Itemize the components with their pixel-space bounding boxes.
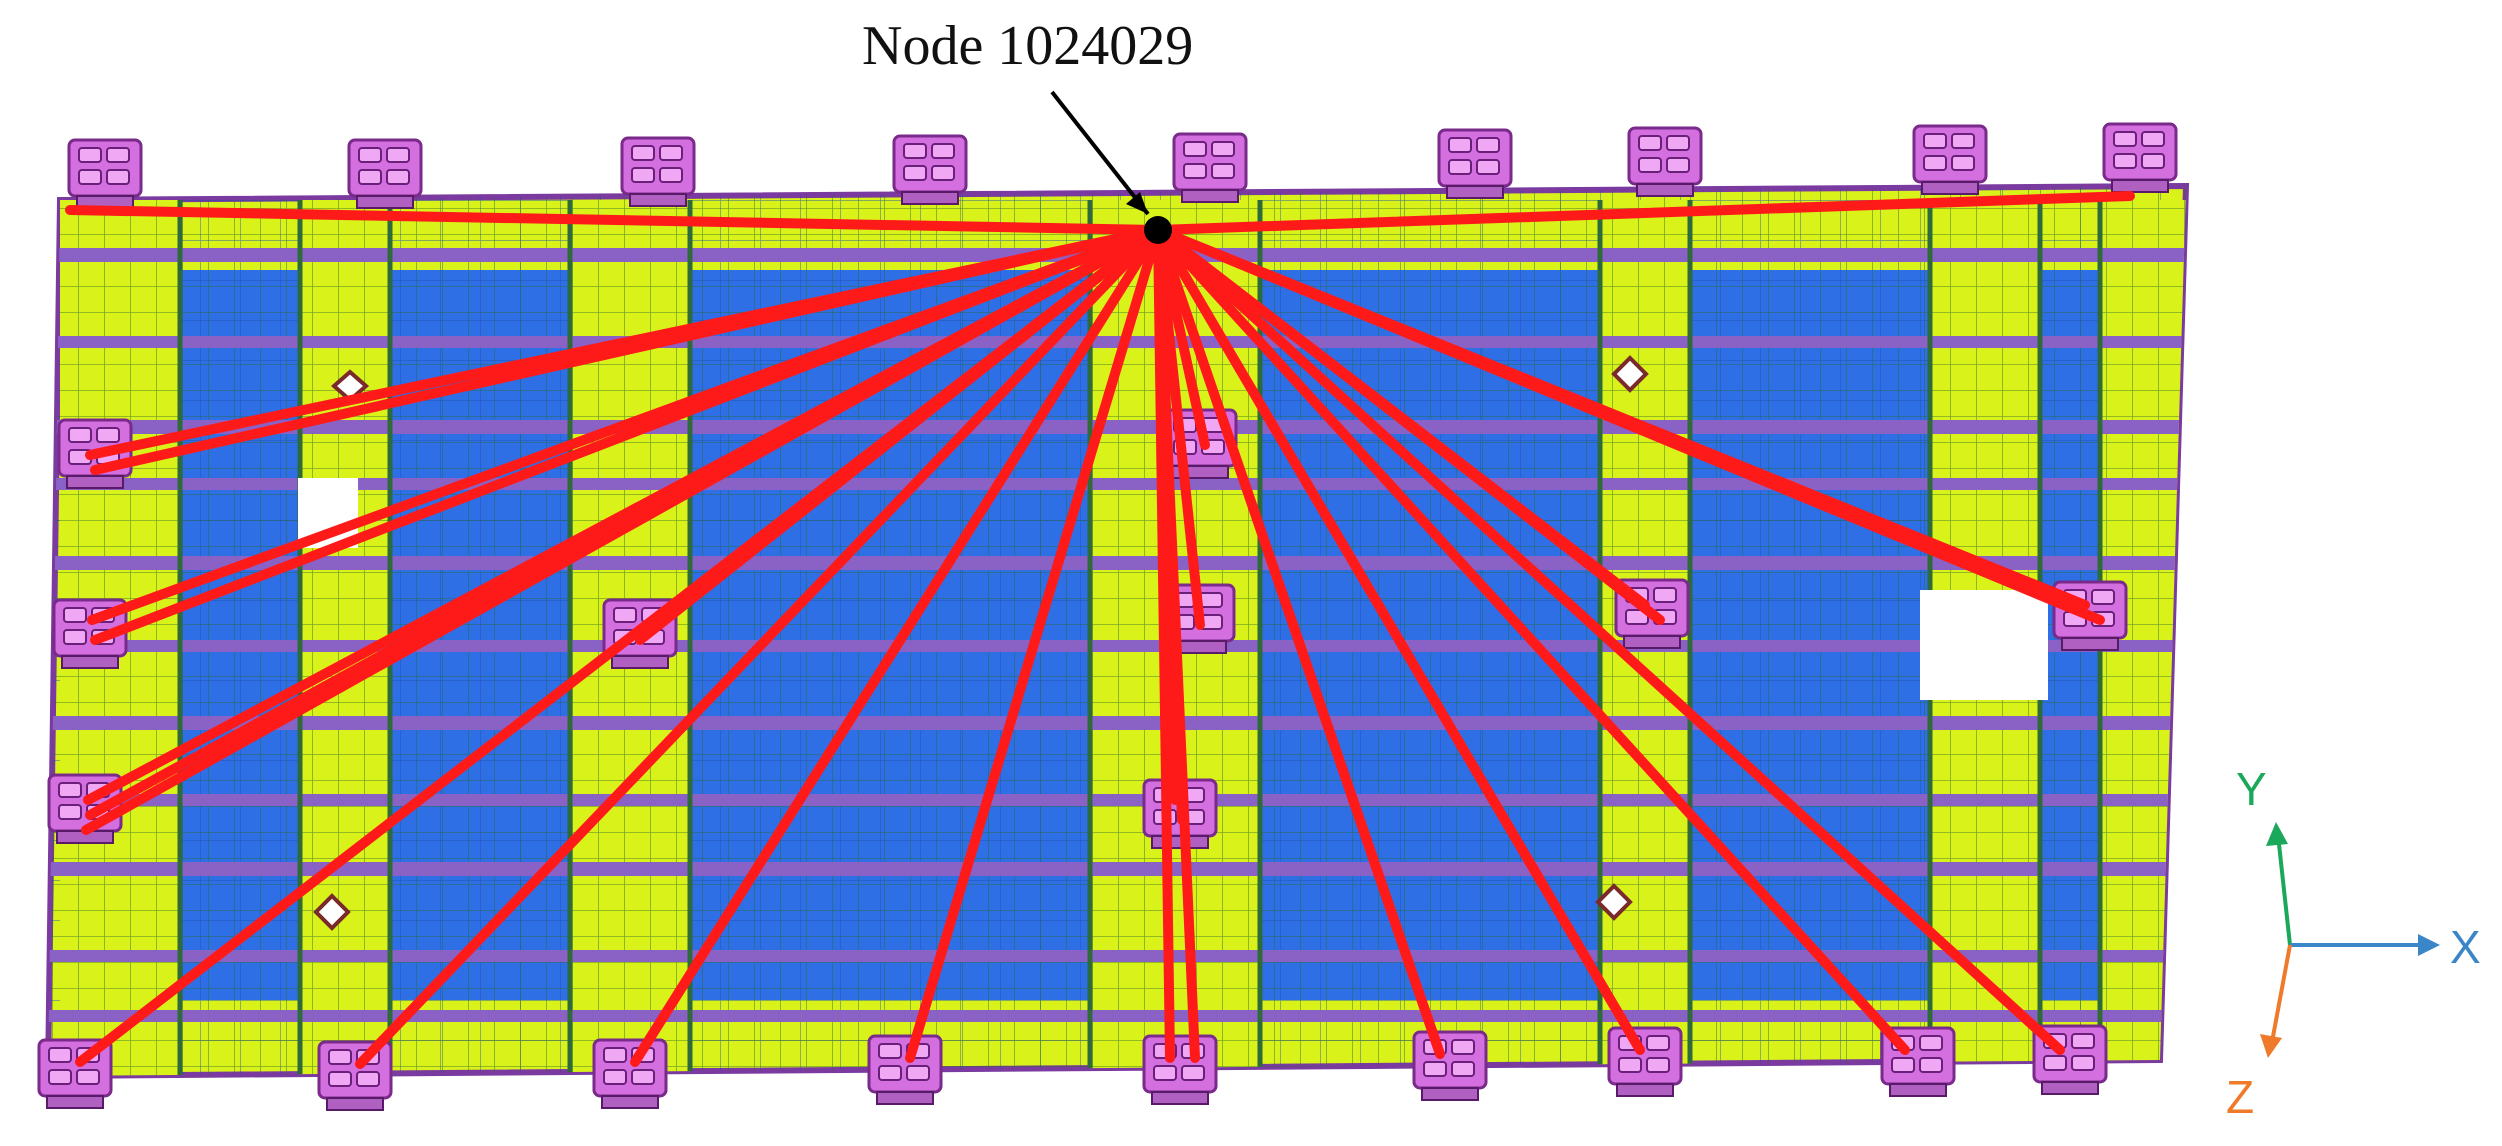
rigid-connector-line bbox=[87, 225, 1163, 625]
rigid-connector-line bbox=[1153, 225, 1200, 1063]
rigid-connector-line bbox=[1153, 225, 1645, 1055]
rigid-connector-line bbox=[1153, 191, 2135, 235]
rigid-connector-line bbox=[75, 225, 1163, 1067]
mount-bracket bbox=[620, 136, 696, 207]
mount-bracket bbox=[1142, 1034, 1218, 1105]
mount-bracket bbox=[1437, 128, 1513, 199]
mount-bracket bbox=[317, 1040, 393, 1111]
rigid-connector-line bbox=[81, 225, 1163, 835]
node-label: Node 1024029 bbox=[862, 15, 1194, 77]
rigid-connector-line bbox=[905, 225, 1163, 1063]
node-leader-arrowhead bbox=[1126, 192, 1148, 214]
rigid-connectors bbox=[65, 191, 2135, 1069]
mount-bracket bbox=[892, 134, 968, 205]
coordinate-triad bbox=[2260, 822, 2440, 1058]
rigid-connector-line bbox=[630, 225, 1163, 1067]
y-axis-arrow bbox=[2276, 834, 2292, 946]
rigid-connector-line bbox=[65, 205, 1163, 235]
rigid-connector-line bbox=[355, 225, 1163, 1069]
diamond-markers bbox=[313, 355, 1649, 931]
diamond-marker bbox=[1611, 355, 1649, 393]
mount-bracket bbox=[1172, 132, 1248, 203]
mount-bracket bbox=[1607, 1026, 1683, 1097]
mount-bracket bbox=[2102, 122, 2178, 193]
cutout-right bbox=[1920, 590, 2048, 700]
y-axis-arrowhead bbox=[2266, 822, 2288, 846]
mount-bracket bbox=[867, 1034, 943, 1105]
node-marker-group bbox=[1050, 90, 1172, 244]
rigid-connector-line bbox=[85, 225, 1163, 460]
mount-bracket bbox=[57, 418, 133, 489]
node-point bbox=[1144, 216, 1172, 244]
horizontal-beams bbox=[48, 248, 2186, 1022]
diamond-marker bbox=[313, 893, 351, 931]
rigid-connector-line bbox=[1153, 225, 1445, 1059]
rigid-connector-line bbox=[1153, 225, 1650, 610]
x-axis-label: X bbox=[2450, 921, 2481, 973]
y-axis-label: Y bbox=[2236, 763, 2267, 815]
node-leader-line bbox=[1050, 90, 1150, 216]
diamond-marker bbox=[1595, 883, 1633, 921]
z-axis-label: Z bbox=[2226, 1071, 2255, 1123]
mount-bracket bbox=[592, 1038, 668, 1109]
mount-bracket bbox=[1627, 126, 1703, 197]
mount-bracket bbox=[1412, 1030, 1488, 1101]
mount-bracket bbox=[1912, 124, 1988, 195]
x-axis-arrowhead bbox=[2418, 934, 2440, 956]
rigid-connector-line bbox=[1153, 225, 2065, 1055]
z-axis-arrow bbox=[2270, 944, 2292, 1043]
rigid-connector-line bbox=[1153, 225, 1910, 1055]
z-axis-arrowhead bbox=[2260, 1034, 2282, 1058]
mount-bracket bbox=[347, 138, 423, 209]
rigid-connector-line bbox=[1153, 225, 2090, 610]
mount-bracket bbox=[67, 138, 143, 209]
